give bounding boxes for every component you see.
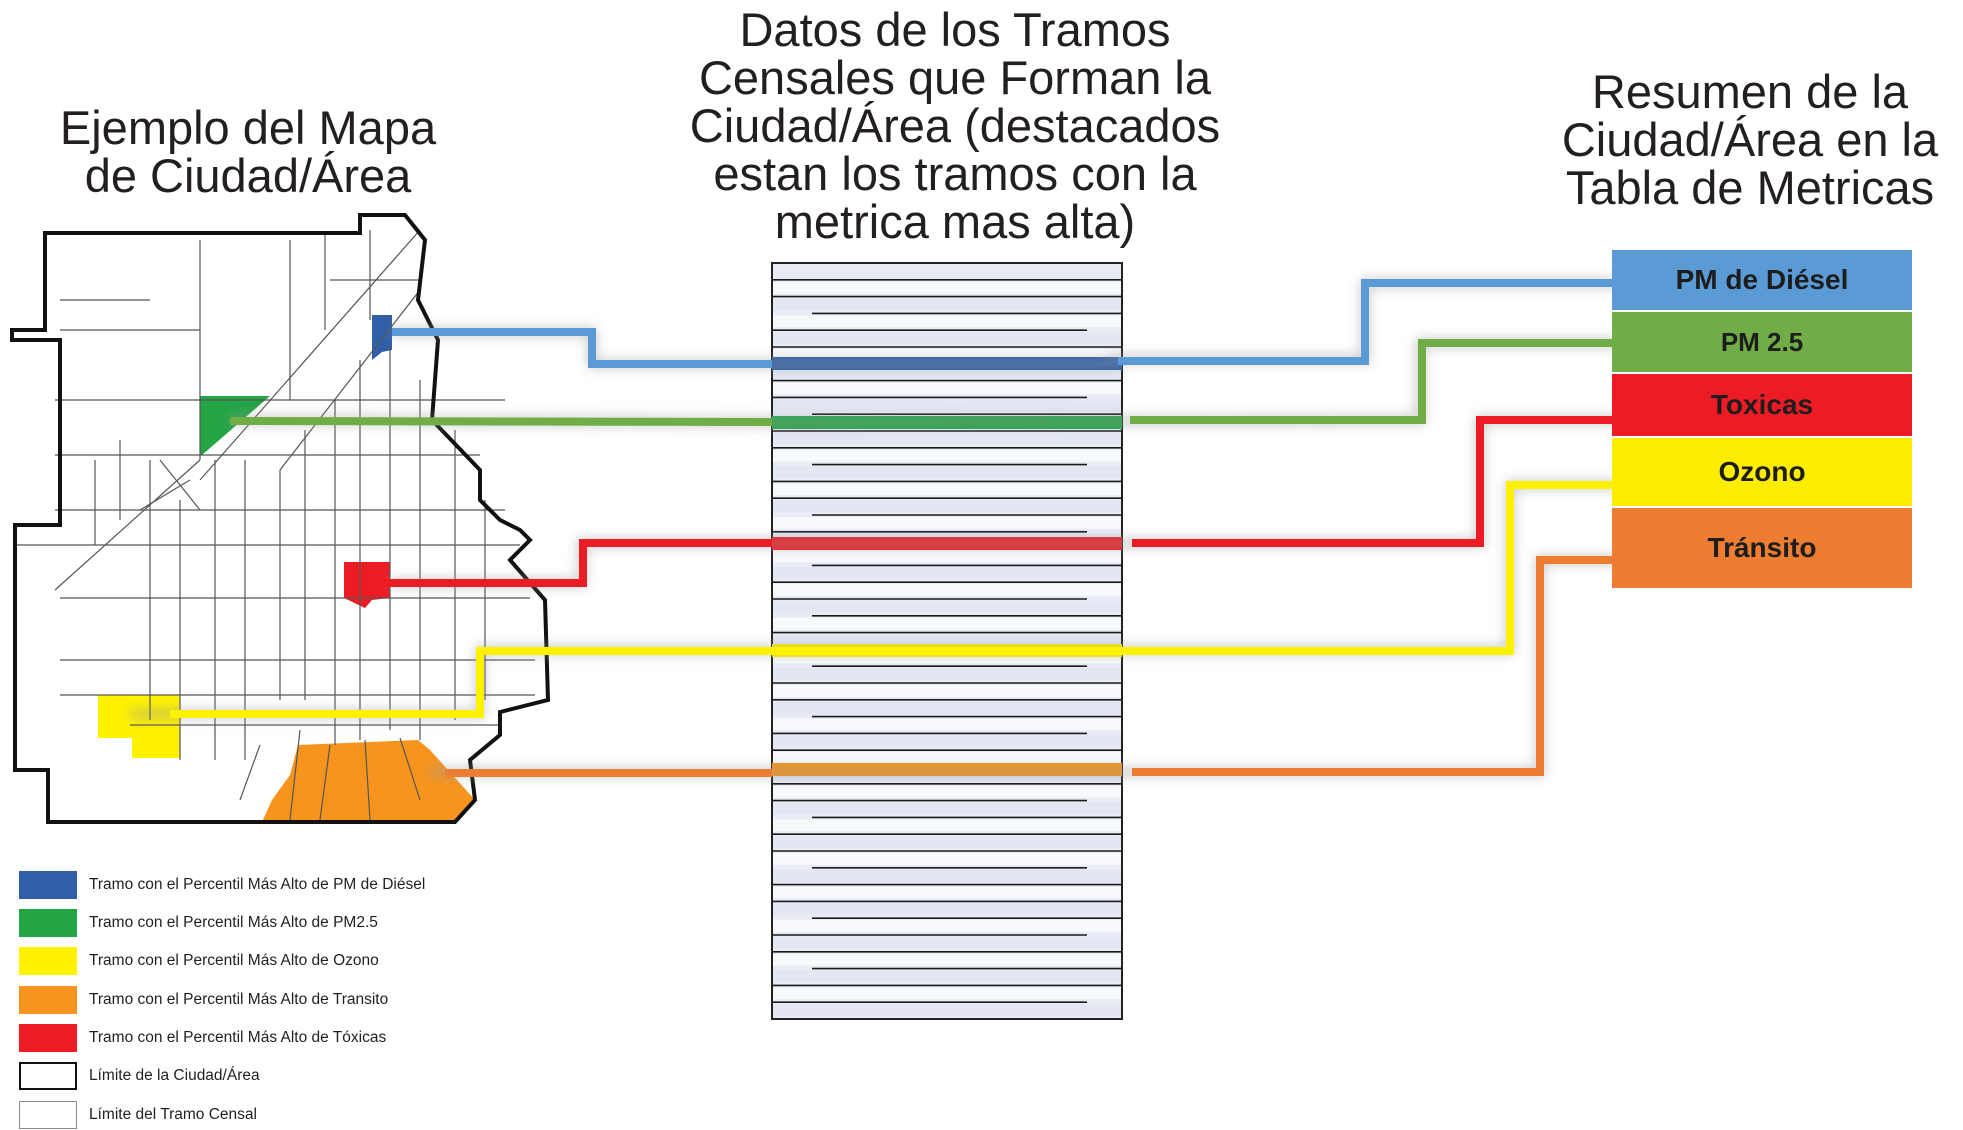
table-row <box>773 483 1121 496</box>
table-row <box>773 785 1121 798</box>
legend-item-tract-boundary: Límite del Tramo Censal <box>19 1100 257 1130</box>
legend-label-city-boundary: Límite de la Ciudad/Área <box>89 1067 260 1084</box>
tract-pm25-highlight <box>200 396 270 455</box>
table-row <box>773 281 1121 294</box>
legend-item-transit: Tramo con el Percentil Más Alto de Trans… <box>19 985 388 1015</box>
metric-label-toxic: Toxicas <box>1710 389 1814 420</box>
table-row <box>773 349 1121 361</box>
legend-item-pm25: Tramo con el Percentil Más Alto de PM2.5 <box>19 908 378 938</box>
table-row <box>773 752 1121 764</box>
table-row <box>773 517 1121 529</box>
legend-label-tract-boundary: Límite del Tramo Censal <box>89 1106 257 1123</box>
legend-swatch-toxic <box>19 1024 77 1052</box>
table-row <box>773 584 1121 596</box>
metric-label-diesel: PM de Diésel <box>1675 264 1849 295</box>
table-row <box>773 802 1121 815</box>
metric-label-pm25: PM 2.5 <box>1720 326 1804 357</box>
table-row <box>773 567 1121 580</box>
legend-label-pm25: Tramo con el Percentil Más Alto de PM2.5 <box>89 914 378 931</box>
tract-toxic-highlight <box>344 562 390 608</box>
table-row <box>773 903 1121 916</box>
legend-swatch-transit <box>19 986 77 1014</box>
legend-item-ozone: Tramo con el Percentil Más Alto de Ozono <box>19 946 379 976</box>
metric-label-ozone: Ozono <box>1718 456 1806 487</box>
legend-label-transit: Tramo con el Percentil Más Alto de Trans… <box>89 991 389 1008</box>
table-row <box>773 298 1121 311</box>
table-row <box>773 500 1121 512</box>
table-row <box>773 399 1121 412</box>
table-row <box>773 970 1121 983</box>
table-row <box>773 869 1121 882</box>
metric-box-diesel: PM de Diésel <box>1612 250 1912 312</box>
tract-ozone-highlight <box>98 695 180 758</box>
connector-diesel-right <box>1118 279 1612 365</box>
legend-item-diesel: Tramo con el Percentil Más Alto de PM de… <box>19 870 425 900</box>
metric-box-transit: Tránsito <box>1612 508 1912 590</box>
table-row <box>773 365 1121 378</box>
connector-pm25-right <box>1130 339 1612 424</box>
table-row <box>773 315 1121 328</box>
table-row <box>773 668 1121 680</box>
table-row <box>773 617 1121 630</box>
table-row <box>773 601 1121 613</box>
table-row <box>773 937 1121 949</box>
table-row <box>773 449 1121 462</box>
connector-toxic-right <box>1132 416 1612 547</box>
legend-label-toxic: Tramo con el Percentil Más Alto de Tóxic… <box>89 1029 387 1046</box>
tract-table <box>771 262 1123 1020</box>
table-row <box>773 886 1121 899</box>
metric-label-transit: Tránsito <box>1707 532 1817 563</box>
city-boundary <box>10 213 551 824</box>
legend-swatch-tract-boundary <box>19 1101 77 1129</box>
table-title: Datos de los Tramos Censales que Forman … <box>689 3 1221 248</box>
legend-swatch-diesel <box>19 871 77 899</box>
table-row <box>773 382 1121 395</box>
summary-title: Resumen de la Ciudad/Área en la Tabla de… <box>1561 65 1939 214</box>
tract-transit-highlight <box>262 740 475 822</box>
connector-toxic <box>380 539 772 587</box>
legend-item-city-boundary: Límite de la Ciudad/Área <box>19 1061 260 1091</box>
table-row <box>773 853 1121 865</box>
tract-boundaries <box>15 229 535 821</box>
metric-box-pm25: PM 2.5 <box>1612 312 1912 374</box>
table-row <box>773 332 1121 344</box>
connector-ozone <box>170 481 1612 718</box>
legend-label-diesel: Tramo con el Percentil Más Alto de PM de… <box>89 876 426 893</box>
table-row <box>773 735 1121 748</box>
legend-label-ozone: Tramo con el Percentil Más Alto de Ozono <box>89 952 379 969</box>
legend-item-toxic: Tramo con el Percentil Más Alto de Tóxic… <box>19 1023 386 1053</box>
table-row <box>773 634 1121 647</box>
connector-lines <box>130 279 1620 777</box>
table-row <box>773 701 1121 714</box>
table-row <box>773 1004 1121 1016</box>
tract-table-rows <box>772 278 1122 1016</box>
connector-diesel <box>392 328 772 368</box>
connector-pm25 <box>229 417 773 426</box>
table-row <box>773 920 1121 932</box>
table-row <box>773 550 1121 563</box>
table-row <box>773 953 1121 966</box>
tract-diesel-highlight <box>372 315 392 360</box>
table-row <box>773 433 1121 445</box>
map-title: Ejemplo del Mapa de Ciudad/Área <box>59 101 437 202</box>
table-row <box>773 819 1121 832</box>
legend-swatch-pm25 <box>19 909 77 937</box>
legend-swatch-city-boundary <box>19 1062 77 1090</box>
table-row <box>773 836 1121 848</box>
table-row <box>773 466 1121 479</box>
table-row <box>773 651 1121 664</box>
table-row <box>773 685 1121 697</box>
table-row <box>773 718 1121 731</box>
legend-swatch-ozone <box>19 947 77 975</box>
metric-box-toxic: Toxicas <box>1612 374 1912 438</box>
city-map <box>10 213 551 824</box>
metric-box-ozone: Ozono <box>1612 438 1912 508</box>
table-row <box>773 987 1121 1000</box>
connector-transit-right <box>1132 556 1612 776</box>
